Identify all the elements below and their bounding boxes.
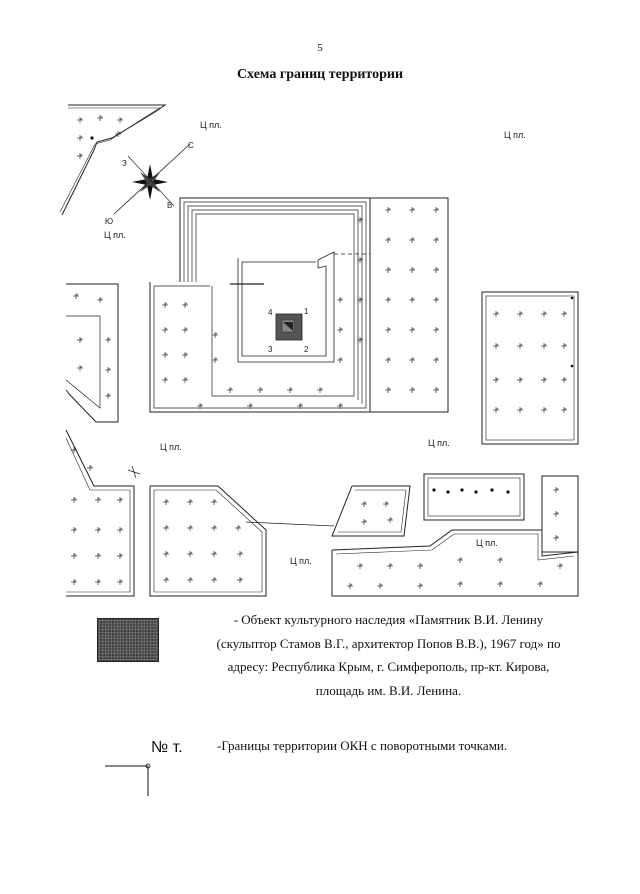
- compass-rose: [113, 143, 191, 215]
- legend-object-swatch: [97, 618, 159, 662]
- legend-boundary-text: -Границы территории ОКН с поворотными то…: [217, 738, 508, 753]
- area-label-4: Ц пл.: [160, 442, 182, 452]
- turning-point-3: 3: [268, 345, 273, 354]
- page-title: Схема границ территории: [236, 67, 404, 82]
- compass-west-label: З: [122, 159, 127, 168]
- area-label-1: Ц пл.: [200, 120, 222, 130]
- area-label-7: Ц пл.: [476, 538, 498, 548]
- block-bottom-center: [149, 485, 267, 597]
- area-label-6: Ц пл.: [290, 556, 312, 566]
- page-number: 5: [317, 42, 323, 54]
- turning-point-label: № т.: [151, 739, 183, 756]
- legend-object-text: - Объект культурного наследия «Памятник …: [216, 612, 561, 698]
- compass-north-label: С: [188, 141, 194, 150]
- turning-point-symbol: [105, 763, 151, 796]
- turning-point-4: 4: [268, 308, 273, 317]
- area-label-5: Ц пл.: [428, 438, 450, 448]
- block-left-mid: [65, 283, 119, 423]
- block-bottom-left: [65, 429, 135, 597]
- block-top-left: [61, 104, 167, 216]
- block-right: [481, 291, 579, 445]
- turning-point-2: 2: [304, 345, 309, 354]
- area-label-2: Ц пл.: [504, 130, 526, 140]
- block-bottom-strip: [331, 529, 579, 597]
- block-far-right: [541, 475, 579, 553]
- central-square-block: [149, 197, 449, 413]
- block-parallelogram: [331, 485, 411, 537]
- compass-south-label: Ю: [105, 217, 113, 226]
- compass-east-label: В: [167, 201, 172, 210]
- area-label-3: Ц пл.: [104, 230, 126, 240]
- turning-point-1: 1: [304, 307, 309, 316]
- territory-map: С Ю В З 4 1 2 3: [59, 104, 579, 597]
- block-small-right: [423, 473, 525, 521]
